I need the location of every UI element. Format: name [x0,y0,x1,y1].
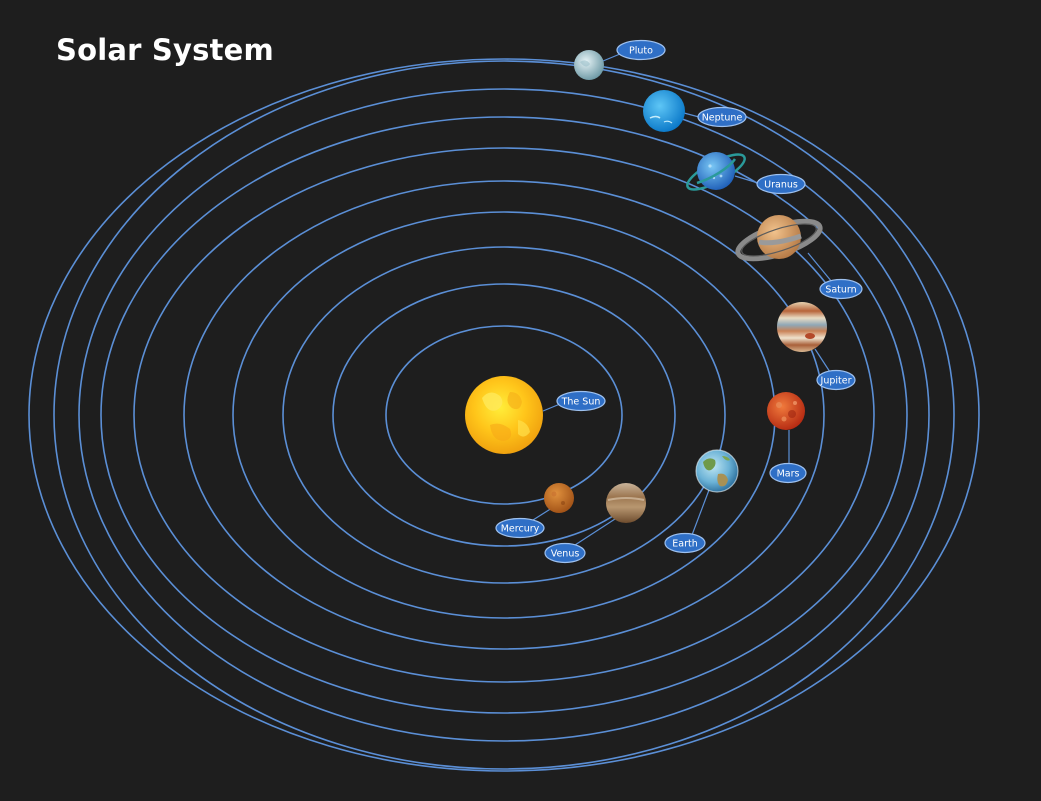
jupiter-leader-line [814,348,831,373]
neptune-leader-line [683,112,700,118]
earth-label-bubble [664,532,706,554]
mercury-icon [544,483,574,513]
earth-label-text: Earth [672,538,697,549]
mercury-label-bubble [495,517,545,539]
orbit-ring [28,58,980,772]
pluto-leader-line [602,53,621,62]
saturn-icon [735,215,823,262]
venus-label: Venus [544,542,586,564]
sun-label: The Sun [556,390,606,412]
label-leader-lines [532,53,833,546]
jupiter-icon [777,302,827,352]
orbit-ring [133,147,875,683]
neptune-label-bubble [697,106,747,128]
saturn-label-bubble [819,278,863,300]
saturn-label: Saturn [819,278,863,300]
venus-icon [606,483,646,523]
mars-label: Mars [769,462,807,484]
venus-label-text: Venus [551,548,580,559]
uranus-icon [686,152,746,191]
sun-label-text: The Sun [561,396,601,407]
orbit-ring [183,180,825,650]
sun-icon [465,376,543,454]
saturn-leader-line [807,252,833,283]
jupiter-label: Jupiter [816,369,856,391]
orbit-ring [100,116,908,714]
saturn-label-text: Saturn [825,284,856,295]
orbit-rings [28,58,980,772]
mercury-label-text: Mercury [501,523,540,534]
mars-label-text: Mars [777,468,800,479]
mars-label-bubble [769,462,807,484]
neptune-label: Neptune [697,106,747,128]
mercury-leader-line [532,507,553,521]
sun-leader-line [542,403,561,412]
earth-label: Earth [664,532,706,554]
uranus-label-text: Uranus [764,179,798,190]
orbit-ring [282,246,726,584]
orbit-ring [53,60,955,770]
diagram-title: Solar System [56,33,274,67]
pluto-label-bubble [616,39,666,61]
orbit-ring [385,325,623,505]
venus-leader-line [574,518,616,546]
orbit-ring [78,88,930,742]
uranus-label-bubble [756,173,806,195]
earth-leader-line [691,489,710,536]
mars-icon [767,392,805,430]
pluto-icon [574,50,604,80]
earth-icon [695,449,739,493]
uranus-label: Uranus [756,173,806,195]
orbit-ring [332,283,676,547]
neptune-icon [643,90,685,132]
pluto-label-text: Pluto [629,45,653,56]
neptune-label-text: Neptune [702,112,743,123]
uranus-leader-line [734,175,759,184]
mercury-label: Mercury [495,517,545,539]
jupiter-label-bubble [816,369,856,391]
sun-label-bubble [556,390,606,412]
jupiter-label-text: Jupiter [820,375,852,386]
pluto-label: Pluto [616,39,666,61]
venus-label-bubble [544,542,586,564]
